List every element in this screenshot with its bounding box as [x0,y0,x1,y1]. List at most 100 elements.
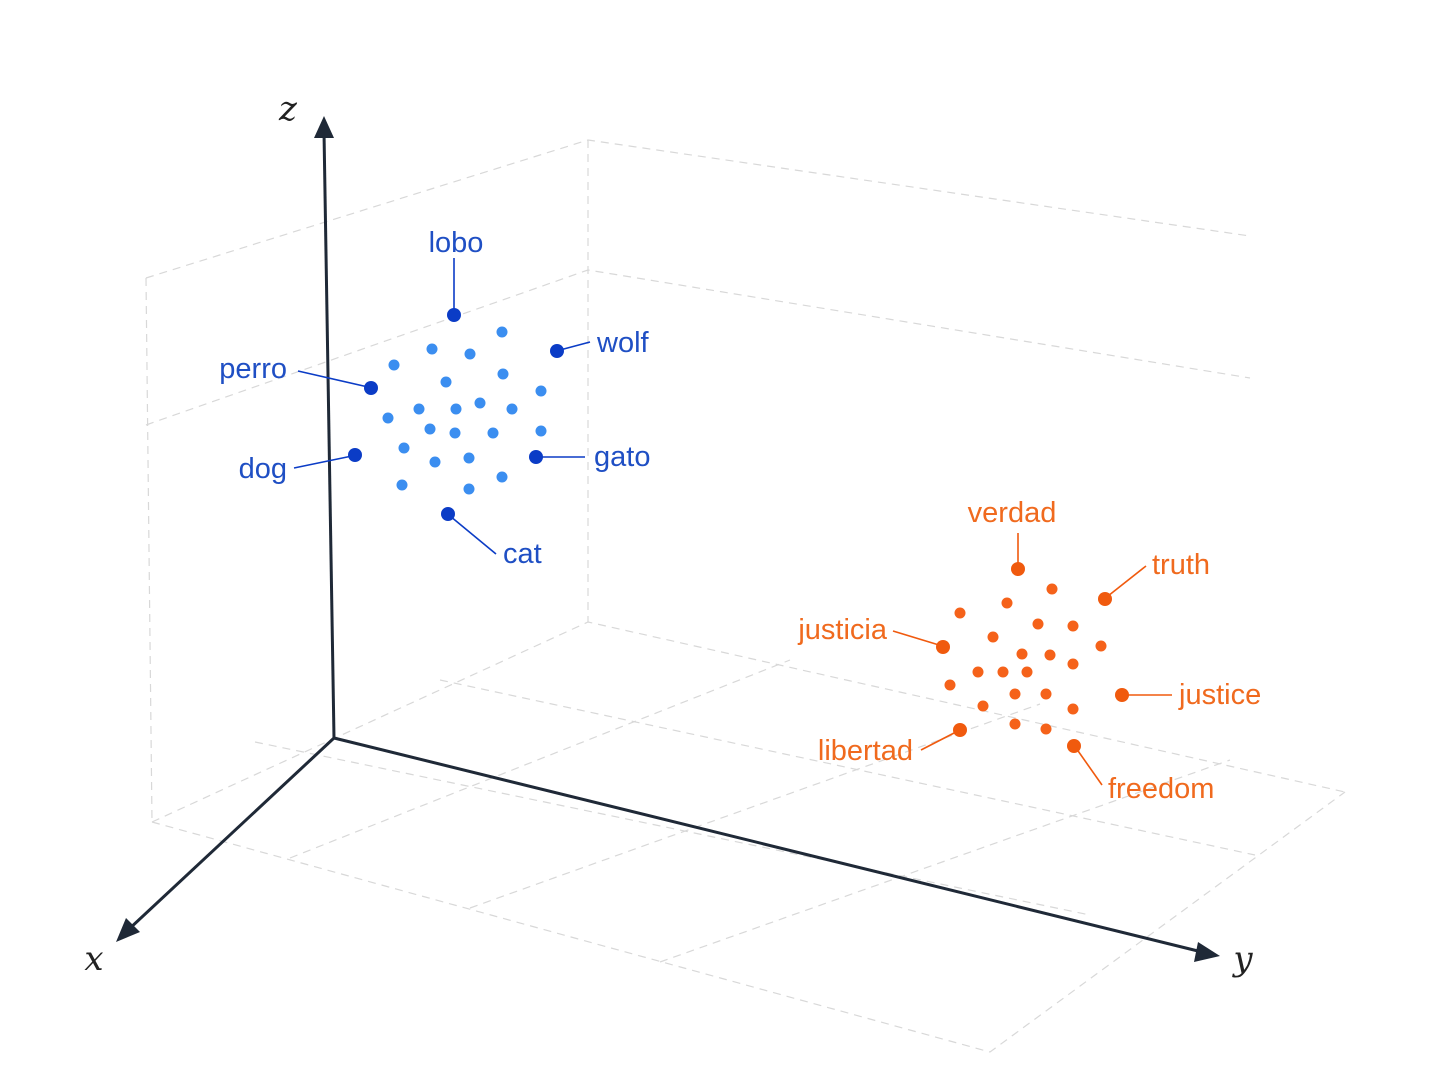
scatter-point [464,348,476,360]
word-label: dog [239,453,287,485]
leader-line [920,731,957,751]
scatter-point [944,679,956,691]
scatter-point [496,471,508,483]
scatter-point [997,666,1009,678]
abstract-word-points: verdad truth justicia justice libertad f… [797,497,1261,805]
scatter-point [1067,620,1079,632]
scatter-point [1067,658,1079,670]
scatter-point [1001,597,1013,609]
grid-line [151,621,1346,823]
scatter-point [535,385,547,397]
grid-line [659,759,1231,963]
scatter-point [413,403,425,415]
word-label: verdad [968,497,1057,529]
leader-line [1075,747,1103,786]
scatter-point [506,403,518,415]
word-point [1067,739,1081,753]
x-axis-arrowhead [116,918,140,942]
leader-line [892,630,940,646]
scatter-point [535,425,547,437]
scatter-point [398,442,410,454]
leader-line [559,341,591,351]
word-label: wolf [596,327,650,359]
leader-line [297,370,369,388]
word-label: freedom [1108,773,1214,805]
z-axis-arrowhead [314,116,334,138]
scatter-point [440,376,452,388]
word-point [936,640,950,654]
word-label: justicia [797,614,888,646]
scatter-point [1032,618,1044,630]
word-point [1098,592,1112,606]
y-axis [333,736,1203,954]
scatter-point [954,607,966,619]
grid-line [254,741,1091,916]
word-point [1115,688,1129,702]
scatter-point [463,483,475,495]
scatter-point [429,456,441,468]
z-axis-label: z [278,89,298,129]
scatter-point [463,452,475,464]
grid-line [469,703,1041,909]
scatter-point [450,403,462,415]
scatter-point [426,343,438,355]
scatter-point [977,700,989,712]
y-axis-arrowhead [1194,942,1220,962]
word-point [447,308,461,322]
leader-line [1107,565,1147,597]
grid-line [145,277,153,823]
word-point [441,507,455,521]
axes: z x y [84,89,1253,979]
word-point [529,450,543,464]
word-point [550,344,564,358]
scatter-point [1009,718,1021,730]
scatter-point [1067,703,1079,715]
scatter-point [987,631,999,643]
word-label: perro [219,353,287,385]
scatter-point [388,359,400,371]
grid-line [145,269,1251,426]
scatter-point [382,412,394,424]
word-point [364,381,378,395]
word-label: truth [1152,549,1210,581]
scatter-point [497,368,509,380]
x-axis [126,736,336,932]
word-label: libertad [818,735,913,767]
grid-line [439,679,1256,856]
word-point [1011,562,1025,576]
scatter-point [424,423,436,435]
scatter-point [972,666,984,678]
x-axis-label: x [84,939,103,979]
grid-line [289,659,791,859]
scatter-point [1021,666,1033,678]
y-axis-label: y [1231,939,1253,979]
animal-cluster [382,326,547,495]
grid-line [145,139,1251,279]
scatter-point [1040,723,1052,735]
scatter-point [1095,640,1107,652]
z-axis [322,131,336,739]
scatter-point [396,479,408,491]
scatter-point [1046,583,1058,595]
grid-line [151,791,1346,1053]
scatter-point [449,427,461,439]
scatter-point [487,427,499,439]
scatter-point [1044,649,1056,661]
word-label: justice [1178,679,1261,711]
scatter-point [496,326,508,338]
abstract-cluster [944,583,1107,735]
word-label: lobo [429,227,484,259]
word-label: cat [503,538,542,570]
word-label: gato [594,441,650,473]
scatter-point [474,397,486,409]
leader-line [293,455,353,469]
scatter-point [1040,688,1052,700]
word-point [348,448,362,462]
scatter-point [1009,688,1021,700]
leader-line [449,515,497,555]
word-point [953,723,967,737]
scatter-point [1016,648,1028,660]
animal-word-points: lobo wolf perro dog gato cat [219,227,650,570]
